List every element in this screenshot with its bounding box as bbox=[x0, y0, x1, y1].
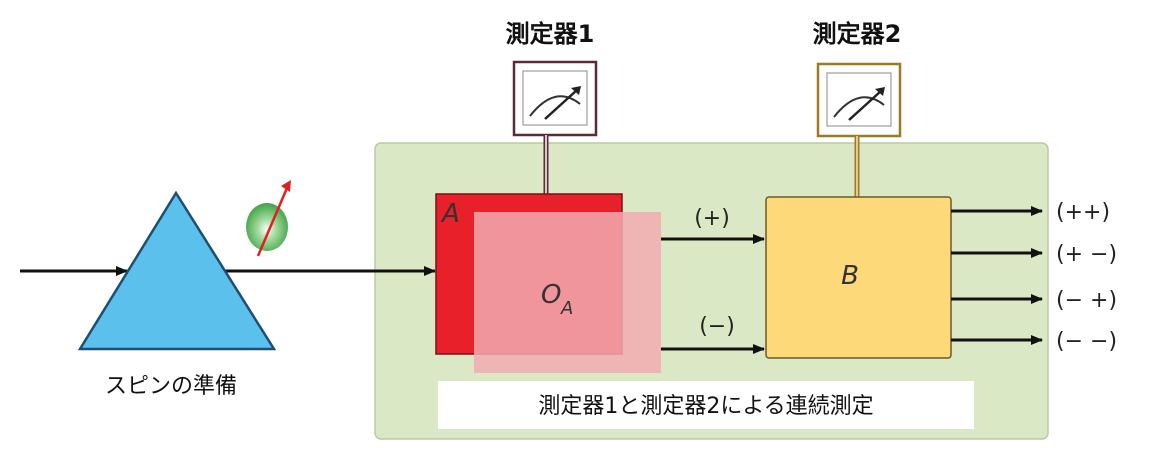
prism-triangle bbox=[77, 190, 277, 351]
operator-box-b bbox=[765, 196, 952, 359]
meter-2[interactable] bbox=[816, 62, 902, 138]
port-minus-label: (−) bbox=[699, 314, 735, 339]
meter-1-label: 測定器1 bbox=[506, 20, 595, 48]
gauge-icon bbox=[833, 87, 885, 121]
operator-oa-label: O bbox=[541, 280, 561, 310]
output-label-3: (− +) bbox=[1056, 288, 1117, 313]
meter-2-label: 測定器2 bbox=[813, 20, 902, 48]
operator-a-label: A bbox=[440, 199, 460, 229]
port-plus-label: (+) bbox=[694, 206, 730, 231]
operator-box-oa bbox=[474, 212, 661, 373]
output-label-2: (+ −) bbox=[1056, 242, 1117, 267]
caption-box bbox=[438, 381, 974, 429]
operator-b-label: B bbox=[841, 261, 859, 291]
output-label-1: (++) bbox=[1056, 200, 1110, 225]
caption-text: 測定器1と測定器2による連続測定 bbox=[538, 394, 873, 419]
output-label-4: (− −) bbox=[1056, 329, 1117, 354]
gauge-icon bbox=[529, 86, 581, 120]
spin-particle-icon bbox=[246, 180, 291, 257]
operator-oa-subscript: A bbox=[560, 298, 573, 319]
meter-1[interactable] bbox=[512, 60, 598, 137]
prep-label: スピンの準備 bbox=[105, 374, 237, 399]
